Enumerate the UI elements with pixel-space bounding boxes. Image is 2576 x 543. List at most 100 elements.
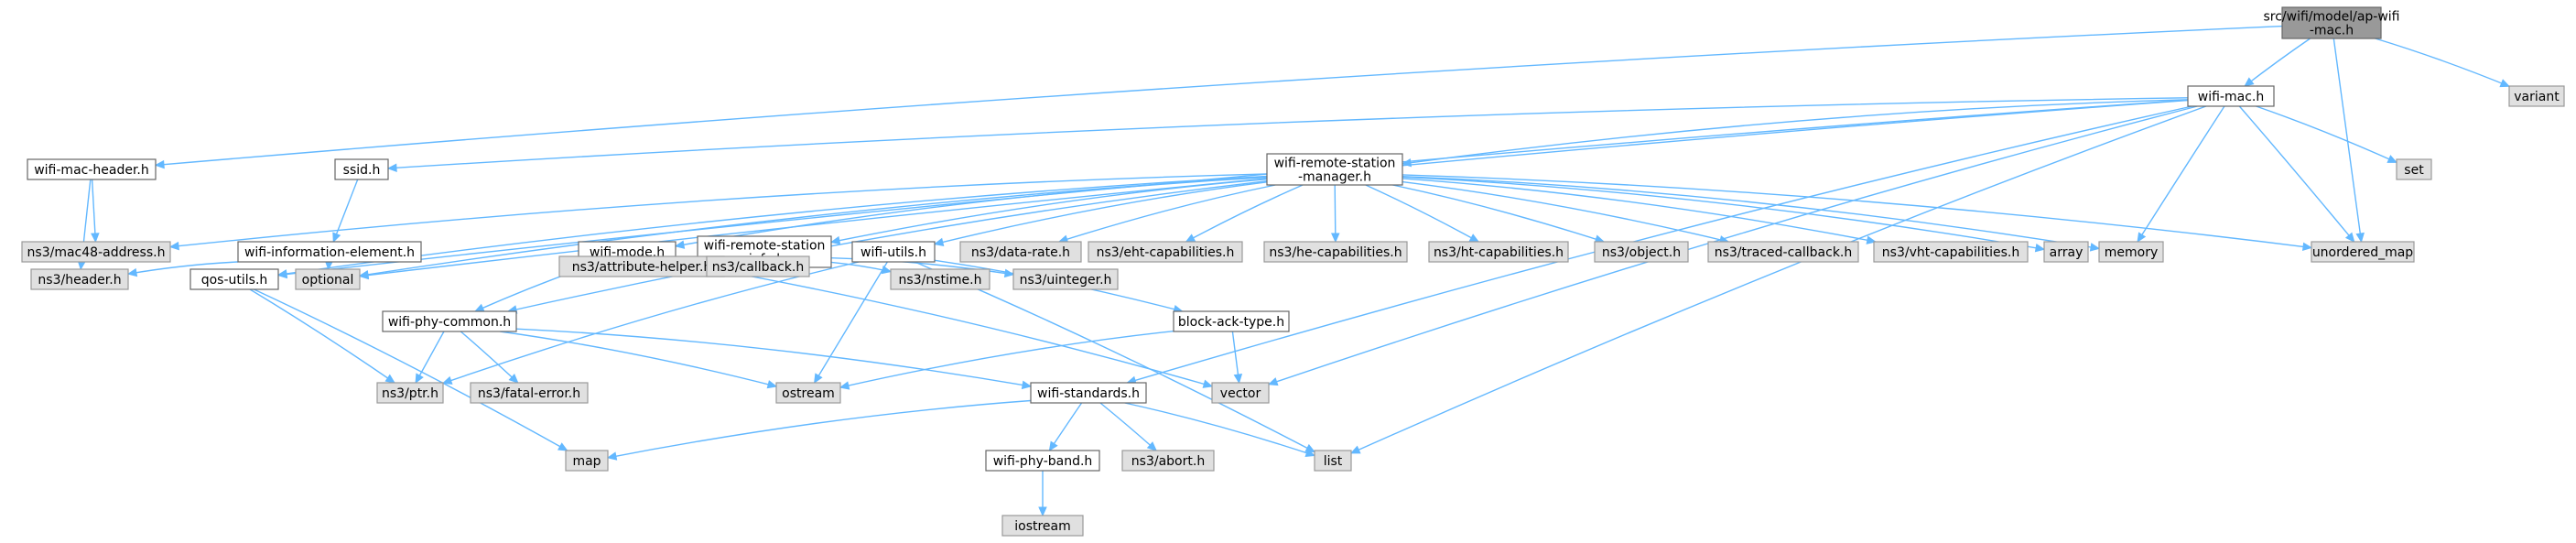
node-list: list bbox=[1314, 450, 1352, 472]
node-label: memory bbox=[2105, 245, 2159, 260]
edge-wifimac-to-ssid bbox=[386, 97, 2189, 173]
node-label: ns3/mac48-address.h bbox=[27, 245, 166, 260]
node-box bbox=[30, 268, 129, 290]
edge-phycommon-to-ostream bbox=[500, 331, 778, 389]
node-traced: ns3/traced-callback.h bbox=[1707, 241, 1859, 263]
edge-line bbox=[332, 179, 359, 243]
node-box bbox=[1030, 382, 1147, 404]
node-label: wifi-remote-station bbox=[704, 239, 826, 254]
edge-line bbox=[277, 99, 2189, 277]
node-machdr[interactable]: wifi-mac-header.h bbox=[27, 158, 157, 180]
node-band[interactable]: wifi-phy-band.h bbox=[985, 450, 1100, 472]
edge-arrowhead bbox=[2499, 79, 2511, 88]
node-ostream: ostream bbox=[775, 382, 841, 404]
edge-rsm-to-umap bbox=[1402, 174, 2313, 252]
edge-arrowhead bbox=[1185, 233, 1196, 243]
edge-arrowhead bbox=[933, 237, 945, 246]
node-array: array bbox=[2043, 241, 2089, 263]
node-box bbox=[985, 450, 1100, 472]
edge-arrowhead bbox=[766, 380, 778, 389]
edge-line bbox=[830, 178, 1268, 244]
node-box bbox=[2043, 241, 2089, 263]
node-ssid[interactable]: ssid.h bbox=[334, 158, 389, 180]
node-rsm[interactable]: wifi-remote-station-manager.h bbox=[1266, 153, 1403, 186]
edge-arrowhead bbox=[2244, 77, 2255, 87]
node-label: ns3/ht-capabilities.h bbox=[1434, 245, 1564, 260]
edge-arrowhead bbox=[1267, 377, 1279, 386]
edge-qos-to-map bbox=[254, 288, 568, 451]
edge-wutils-to-list bbox=[914, 261, 1316, 453]
edge-line bbox=[1185, 184, 1304, 243]
node-label: unordered_map bbox=[2312, 245, 2413, 260]
node-optional: optional bbox=[295, 268, 361, 290]
node-label: set bbox=[2404, 163, 2424, 178]
edge-ap-to-wifimac bbox=[2244, 38, 2311, 87]
edge-line bbox=[1402, 178, 1876, 243]
nodes-layer: src/wifi/model/ap-wifi-mac.h wifi-mac.h va… bbox=[21, 6, 2565, 537]
edge-wutils-to-ostream bbox=[814, 261, 888, 385]
node-box bbox=[706, 255, 810, 277]
edge-line bbox=[1402, 99, 2189, 165]
node-map: map bbox=[565, 450, 609, 472]
edge-line bbox=[1099, 402, 1157, 451]
node-box bbox=[565, 450, 609, 472]
node-box bbox=[1173, 310, 1290, 332]
edge-line bbox=[155, 25, 2283, 167]
node-abort: ns3/abort.h bbox=[1121, 450, 1215, 472]
node-phycommon[interactable]: wifi-phy-common.h bbox=[382, 310, 517, 332]
edge-line bbox=[1402, 174, 2312, 249]
node-datarate: ns3/data-rate.h bbox=[959, 241, 1082, 263]
node-label: array bbox=[2050, 245, 2084, 260]
edge-arrowhead bbox=[441, 375, 453, 385]
node-label: ns3/fatal-error.h bbox=[478, 386, 580, 401]
edge-line bbox=[2256, 105, 2397, 164]
node-label: -mac.h bbox=[2310, 24, 2354, 38]
edge-phycommon-to-fatal bbox=[460, 331, 519, 384]
node-variant: variant bbox=[2508, 85, 2565, 107]
edge-rsm-to-memory bbox=[1402, 175, 2101, 252]
edge-line bbox=[415, 331, 445, 384]
node-umap: unordered_map bbox=[2311, 241, 2415, 263]
node-box bbox=[334, 158, 389, 180]
edge-arrowhead bbox=[1330, 233, 1340, 244]
edge-std-to-abort bbox=[1099, 402, 1157, 451]
node-label: map bbox=[572, 454, 601, 469]
edge-rsm-to-mac48 bbox=[168, 173, 1268, 251]
edge-wifimac-to-list bbox=[1349, 105, 2207, 454]
edge-line bbox=[2332, 38, 2363, 243]
edge-arrowhead bbox=[1038, 506, 1047, 517]
edge-arrowhead bbox=[1021, 380, 1033, 390]
edge-arrowhead bbox=[358, 270, 370, 279]
node-label: ns3/attribute-helper.h bbox=[572, 260, 712, 275]
node-wifimac[interactable]: wifi-mac.h bbox=[2187, 85, 2275, 107]
node-label: wifi-phy-common.h bbox=[388, 315, 511, 330]
edge-arrowhead bbox=[1202, 379, 1214, 388]
node-wie[interactable]: wifi-information-element.h bbox=[237, 241, 422, 263]
node-label: wifi-remote-station bbox=[1274, 157, 1396, 171]
node-box bbox=[1012, 268, 1119, 290]
edge-arrowhead bbox=[1349, 445, 1361, 454]
node-std[interactable]: wifi-standards.h bbox=[1030, 382, 1147, 404]
node-label: qos-utils.h bbox=[201, 273, 268, 288]
node-label: ns3/object.h bbox=[1602, 245, 1681, 260]
node-box bbox=[21, 241, 171, 263]
edge-line bbox=[1127, 105, 2192, 384]
node-qos[interactable]: qos-utils.h bbox=[189, 268, 279, 290]
node-wutils[interactable]: wifi-utils.h bbox=[851, 241, 936, 263]
edge-line bbox=[507, 180, 1268, 312]
node-bat[interactable]: block-ack-type.h bbox=[1173, 310, 1290, 332]
node-box bbox=[1121, 450, 1215, 472]
edge-arrowhead bbox=[508, 374, 519, 384]
node-box bbox=[1707, 241, 1859, 263]
edge-rsm-to-rsinfo bbox=[829, 178, 1268, 245]
node-memory: memory bbox=[2098, 241, 2164, 263]
node-ht: ns3/ht-capabilities.h bbox=[1428, 241, 1569, 263]
edge-line bbox=[1402, 176, 2045, 250]
edge-phycommon-to-std bbox=[515, 328, 1033, 390]
edge-arrowhead bbox=[168, 241, 179, 251]
edge-arrowhead bbox=[2089, 243, 2101, 252]
node-ap[interactable]: src/wifi/model/ap-wifi-mac.h bbox=[2263, 6, 2400, 39]
edge-line bbox=[249, 288, 395, 384]
node-label: ns3/header.h bbox=[38, 273, 121, 288]
edge-ap-to-umap bbox=[2332, 38, 2365, 244]
